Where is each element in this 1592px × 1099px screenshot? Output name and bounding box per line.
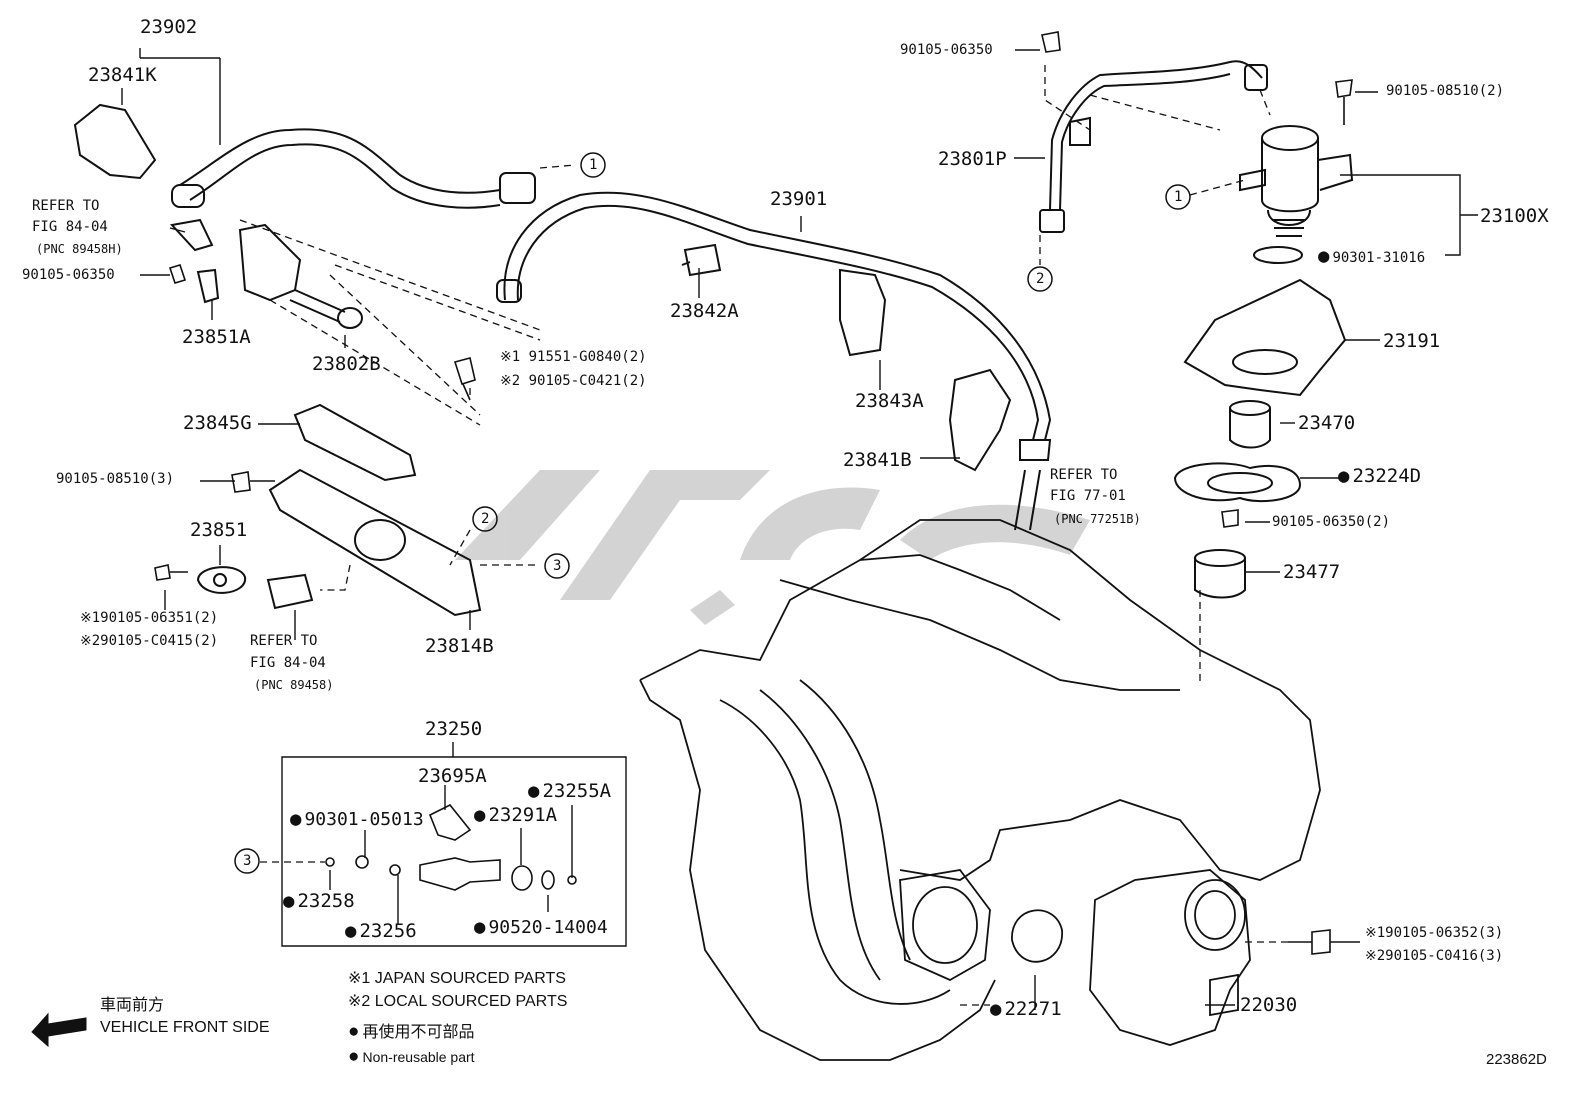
part-label-23814B: 23814B [425, 635, 494, 657]
fuel-pipe-23801P [1039, 60, 1268, 233]
callout-2-pipe [1027, 266, 1053, 292]
callout-2-label-pipe: 2 [1036, 271, 1045, 287]
part-label-23191: 23191 [1383, 330, 1441, 352]
callout-2-label-rail: 2 [481, 511, 490, 527]
part-label-23801P: 23801P [938, 148, 1007, 170]
refer-note-2-line3: (PNC 77251B) [1054, 512, 1141, 526]
part-label-90520-14004: 90520-14004 [474, 918, 607, 937]
front-arrow-icon [31, 1012, 87, 1048]
part-label-23843A: 23843A [855, 390, 924, 412]
drawing-id: 223862D [1486, 1051, 1547, 1068]
intake-flange [899, 869, 991, 982]
part-label-90301-05013: 90301-05013 [290, 810, 423, 829]
refer-note-1-line1: REFER TO [32, 198, 100, 214]
connector-23851A [170, 218, 220, 304]
part-label-23224D: 23224D [1338, 467, 1421, 486]
fuel-hose-23901 [496, 191, 1052, 531]
part-label-23901: 23901 [770, 188, 828, 210]
delivery-pipe-23814B [268, 468, 482, 617]
refer-note-2-line2: FIG 77-01 [1050, 488, 1126, 504]
part-label-90105-06350-2: 90105-06350(2) [1272, 514, 1391, 530]
part-label-90105-08510-3: 90105-08510(3) [56, 471, 175, 487]
part-label-23100X: 23100X [1480, 205, 1549, 227]
part-label-23802B: 23802B [312, 353, 381, 375]
callout-1-pump [1165, 184, 1191, 210]
refer-note-1-line3: (PNC 89458H) [36, 242, 123, 256]
throttle-body-22030 [1089, 869, 1251, 1046]
part-label-90301-31016: 90301-31016 [1318, 247, 1425, 266]
part-label-23695A: 23695A [418, 765, 487, 787]
part-label-22271: 22271 [990, 1000, 1061, 1019]
part-label-90105-C0416: ※290105-C0416(3) [1365, 948, 1504, 964]
callout-3-rail [544, 553, 570, 579]
part-label-90105-06350-top: 90105-06350 [900, 42, 993, 58]
part-label-23250: 23250 [425, 718, 483, 740]
refer-note-2-line1: REFER TO [1050, 467, 1118, 483]
part-label-23842A: 23842A [670, 300, 739, 322]
injector-parts [325, 803, 577, 891]
fuel-pump-23100X [1239, 125, 1354, 264]
callout-3-label-rail: 3 [553, 558, 562, 574]
bolts [154, 31, 1353, 955]
part-label-90105-C0421: ※2 90105-C0421(2) [500, 373, 647, 389]
callout-1-hose [580, 152, 606, 178]
legend-nonreusable-en: Non-reusable part [348, 1047, 474, 1066]
insulator-23845G [293, 403, 417, 482]
part-label-90105-06352: ※190105-06352(3) [1365, 925, 1504, 941]
part-label-90105-08510-2: 90105-08510(2) [1386, 83, 1505, 99]
refer-note-3-line2: FIG 84-04 [250, 655, 326, 671]
gasket-22271 [1011, 909, 1063, 963]
leader-lines [121, 48, 1478, 1010]
gasket-23851 [196, 566, 247, 594]
engine-outline [639, 519, 1321, 1061]
part-label-23851: 23851 [190, 519, 248, 541]
legend-japan-sourced: ※1 JAPAN SOURCED PARTS [348, 970, 566, 987]
insulator-23477 [1194, 549, 1246, 599]
refer-note-3-line3: (PNC 89458) [254, 678, 334, 692]
part-label-22030: 22030 [1240, 994, 1298, 1016]
gasket-23224D [1173, 462, 1302, 503]
clamp-23842A [681, 243, 722, 277]
callout-1-label-pump: 1 [1174, 189, 1183, 205]
part-label-23841B: 23841B [843, 449, 912, 471]
refer-note-3-line1: REFER TO [250, 633, 318, 649]
callout-3-label-injector: 3 [243, 853, 252, 869]
lifter-23470 [1229, 400, 1271, 449]
part-label-23255A: 23255A [528, 782, 611, 801]
legend-nonreusable-jp: 再使用不可部品 [348, 1022, 474, 1041]
legend-front-en: VEHICLE FRONT SIDE [100, 1019, 270, 1036]
clamp-23843A [839, 268, 887, 357]
callout-1-label-hose: 1 [589, 157, 598, 173]
dashed-lines [239, 65, 1290, 1006]
callout-circles [234, 152, 1191, 874]
part-label-90105-06350-left: 90105-06350 [22, 267, 115, 283]
watermark-logo [455, 470, 1090, 625]
part-label-23256: 23256 [345, 922, 416, 941]
sensor-89458 [266, 573, 314, 610]
part-label-23851A: 23851A [182, 326, 251, 348]
refer-note-1-line2: FIG 84-04 [32, 219, 108, 235]
legend-local-sourced: ※2 LOCAL SOURCED PARTS [348, 993, 568, 1010]
part-label-91551-G0840: ※1 91551-G0840(2) [500, 349, 647, 365]
part-label-23258: 23258 [283, 892, 354, 911]
part-label-23845G: 23845G [183, 412, 252, 434]
clamp-23841B [948, 368, 1012, 472]
pump-bracket-23191 [1183, 278, 1347, 397]
part-label-23902: 23902 [140, 16, 198, 38]
connector-23841K [73, 103, 157, 180]
part-label-23470: 23470 [1298, 412, 1356, 434]
part-label-90105-C0415: ※290105-C0415(2) [80, 633, 219, 649]
part-label-23291A: 23291A [474, 806, 557, 825]
callout-2-rail [472, 506, 498, 532]
part-label-23841K: 23841K [88, 64, 157, 86]
fuel-hose-23902 [171, 128, 536, 209]
callout-3-injector [234, 848, 260, 874]
part-label-90105-06351: ※190105-06351(2) [80, 610, 219, 626]
part-label-23477: 23477 [1283, 561, 1341, 583]
fuel-pipe-23802B [238, 223, 363, 329]
legend-front-jp: 車両前方 [100, 997, 165, 1014]
